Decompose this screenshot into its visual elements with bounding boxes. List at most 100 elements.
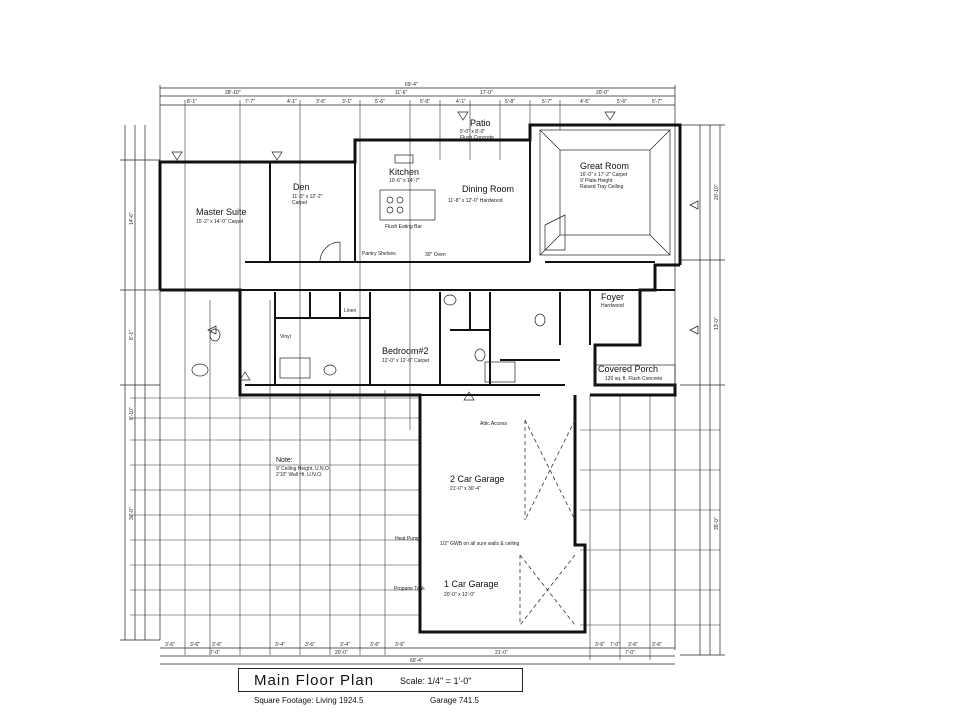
svg-text:5'-9": 5'-9" [420, 99, 430, 105]
kitchen-label: Kitchen [389, 167, 419, 177]
svg-text:3'-6": 3'-6" [212, 642, 222, 648]
title-box [238, 668, 523, 692]
left-dimension-lines [120, 125, 160, 641]
den-door [319, 241, 341, 263]
bath-fixtures [191, 294, 546, 383]
top-dim-3: 17'-0" [480, 90, 493, 96]
den-note: Carpet [292, 200, 308, 206]
svg-text:5'-7": 5'-7" [652, 99, 662, 105]
pantry-label: Pantry Shelves [362, 251, 396, 257]
svg-text:4'-1": 4'-1" [287, 99, 297, 105]
svg-text:7'-0": 7'-0" [610, 642, 620, 648]
great-room-note: 9' Plate Height [580, 178, 613, 184]
garage2-label: 2 Car Garage [450, 474, 505, 484]
svg-text:8'-1": 8'-1" [187, 99, 197, 105]
plan-title: Main Floor Plan [254, 672, 375, 689]
svg-text:3'-6": 3'-6" [395, 642, 405, 648]
interior-walls [165, 130, 675, 396]
kitchen-dim: 10'-6" x 14'-7" [389, 178, 420, 184]
svg-text:4'-5": 4'-5" [580, 99, 590, 105]
kitchen-sink-icon [394, 154, 414, 164]
bottom-dim-4: 7'-0" [625, 650, 635, 656]
svg-text:5'-6": 5'-6" [617, 99, 627, 105]
svg-text:3'-6": 3'-6" [165, 642, 175, 648]
left-dim-2: 8'-1" [129, 330, 135, 340]
svg-text:5'-8": 5'-8" [505, 99, 515, 105]
top-dim-1: 28'-10" [225, 90, 241, 96]
great-room-dim: 16'-0" x 17'-2" Carpet [580, 172, 628, 178]
garage-door-dashes [519, 419, 576, 626]
den-label: Den [293, 182, 310, 192]
svg-text:3'-6": 3'-6" [628, 642, 638, 648]
top-dim-4: 20'-0" [596, 90, 609, 96]
overall-top-dim: 69'-4" [405, 82, 418, 88]
left-dim-4: 30'-0" [129, 507, 135, 520]
section-triangle-markers [171, 111, 699, 401]
svg-text:3'-6": 3'-6" [652, 642, 662, 648]
svg-text:3'-4": 3'-4" [340, 642, 350, 648]
svg-text:5'-7": 5'-7" [542, 99, 552, 105]
svg-text:3'-6": 3'-6" [370, 642, 380, 648]
den-dim: 11'-0" x 12'-2" [292, 194, 323, 200]
garage1-dim: 20'-0" x 12'-0" [444, 592, 475, 598]
great-room-note2: Raised Tray Ceiling [580, 184, 624, 190]
master-suite-label: Master Suite [196, 207, 247, 217]
propane-tank-label: Propane Tank [394, 586, 425, 592]
right-dim-1: 20'-10" [714, 184, 720, 200]
svg-text:7'-7": 7'-7" [245, 99, 255, 105]
tray-ceiling [539, 129, 671, 256]
covered-porch [594, 364, 676, 386]
svg-text:4'-1": 4'-1" [456, 99, 466, 105]
svg-text:3'-1": 3'-1" [342, 99, 352, 105]
svg-text:3'-6": 3'-6" [316, 99, 326, 105]
porch-note: 120 sq. ft. Flush Concrete [605, 376, 662, 382]
top-dim-2: 11'-6" [395, 90, 408, 96]
vertical-grid-lines [184, 100, 651, 660]
bottom-dim-1: 7'-0" [210, 650, 220, 656]
great-room-label: Great Room [580, 161, 629, 171]
overall-bottom-dim: 69'-4" [410, 658, 423, 664]
bottom-dimension-lines [160, 647, 675, 665]
svg-text:3'-6": 3'-6" [305, 642, 315, 648]
eating-bar-label: Flush Eating Bar [385, 224, 422, 230]
bottom-dim-3: 21'-0" [495, 650, 508, 656]
garage1-label: 1 Car Garage [444, 579, 499, 589]
kitchen-island [379, 189, 436, 221]
foyer-note: Hardwood [601, 303, 624, 309]
bedroom2-label: Bedroom#2 [382, 346, 429, 356]
patio-label: Patio [470, 118, 491, 128]
plan-scale: Scale: 1/4" = 1'-0" [400, 676, 472, 686]
left-dim-1: 14'-6" [129, 212, 135, 225]
attic-access-label: Attic Access [480, 421, 507, 427]
left-dim-3: 6'-10" [129, 407, 135, 420]
top-dimension-row2: 8'-1" 7'-7" 4'-1" 3'-6" 3'-1" 5'-6" 5'-9… [187, 99, 662, 105]
drywall-note: 1/2" GWB on all sure walls & ceiling [440, 541, 520, 547]
svg-text:3'-6": 3'-6" [595, 642, 605, 648]
note-text-2: 2'10" Wall Ht. U.N.O. [276, 472, 322, 478]
vinyl-label: Vinyl [280, 334, 291, 340]
linen-label: Linen [344, 308, 356, 314]
patio-dim: 5'-0" x 8'-0" [460, 129, 485, 135]
bedroom2-dim: 12'-0" x 12'-0" Carpet [382, 358, 430, 364]
note-label: Note: [276, 457, 293, 464]
garage-square-footage: Garage 741.5 [430, 696, 479, 705]
heat-pump-label: Heat Pump [395, 536, 420, 542]
living-square-footage: Square Footage: Living 1924.5 [254, 696, 364, 705]
fireplace-icon [544, 214, 566, 251]
dining-room-dim: 11'-8" x 12'-0" Hardwood [448, 198, 503, 204]
oven-label: 30" Oven [425, 252, 446, 258]
right-dim-2: 13'-0" [714, 317, 720, 330]
patio-note: Flush Concrete [460, 135, 494, 141]
exterior-walls [158, 123, 682, 634]
right-dim-3: 35'-0" [714, 517, 720, 530]
svg-text:3'-4": 3'-4" [275, 642, 285, 648]
garage2-dim: 21'-0" x 30'-4" [450, 486, 481, 492]
right-dimension-lines [680, 124, 725, 656]
porch-label: Covered Porch [598, 364, 658, 374]
svg-text:5'-6": 5'-6" [375, 99, 385, 105]
note-text-1: 9' Ceiling Height, U.N.O. [276, 466, 330, 472]
svg-text:3'-6": 3'-6" [190, 642, 200, 648]
bottom-dimension-row2: 3'-6" 3'-6" 3'-6" 3'-4" 3'-6" 3'-4" 3'-6… [165, 642, 662, 648]
master-suite-dim: 15'-2" x 14'-0" Carpet [196, 219, 244, 225]
